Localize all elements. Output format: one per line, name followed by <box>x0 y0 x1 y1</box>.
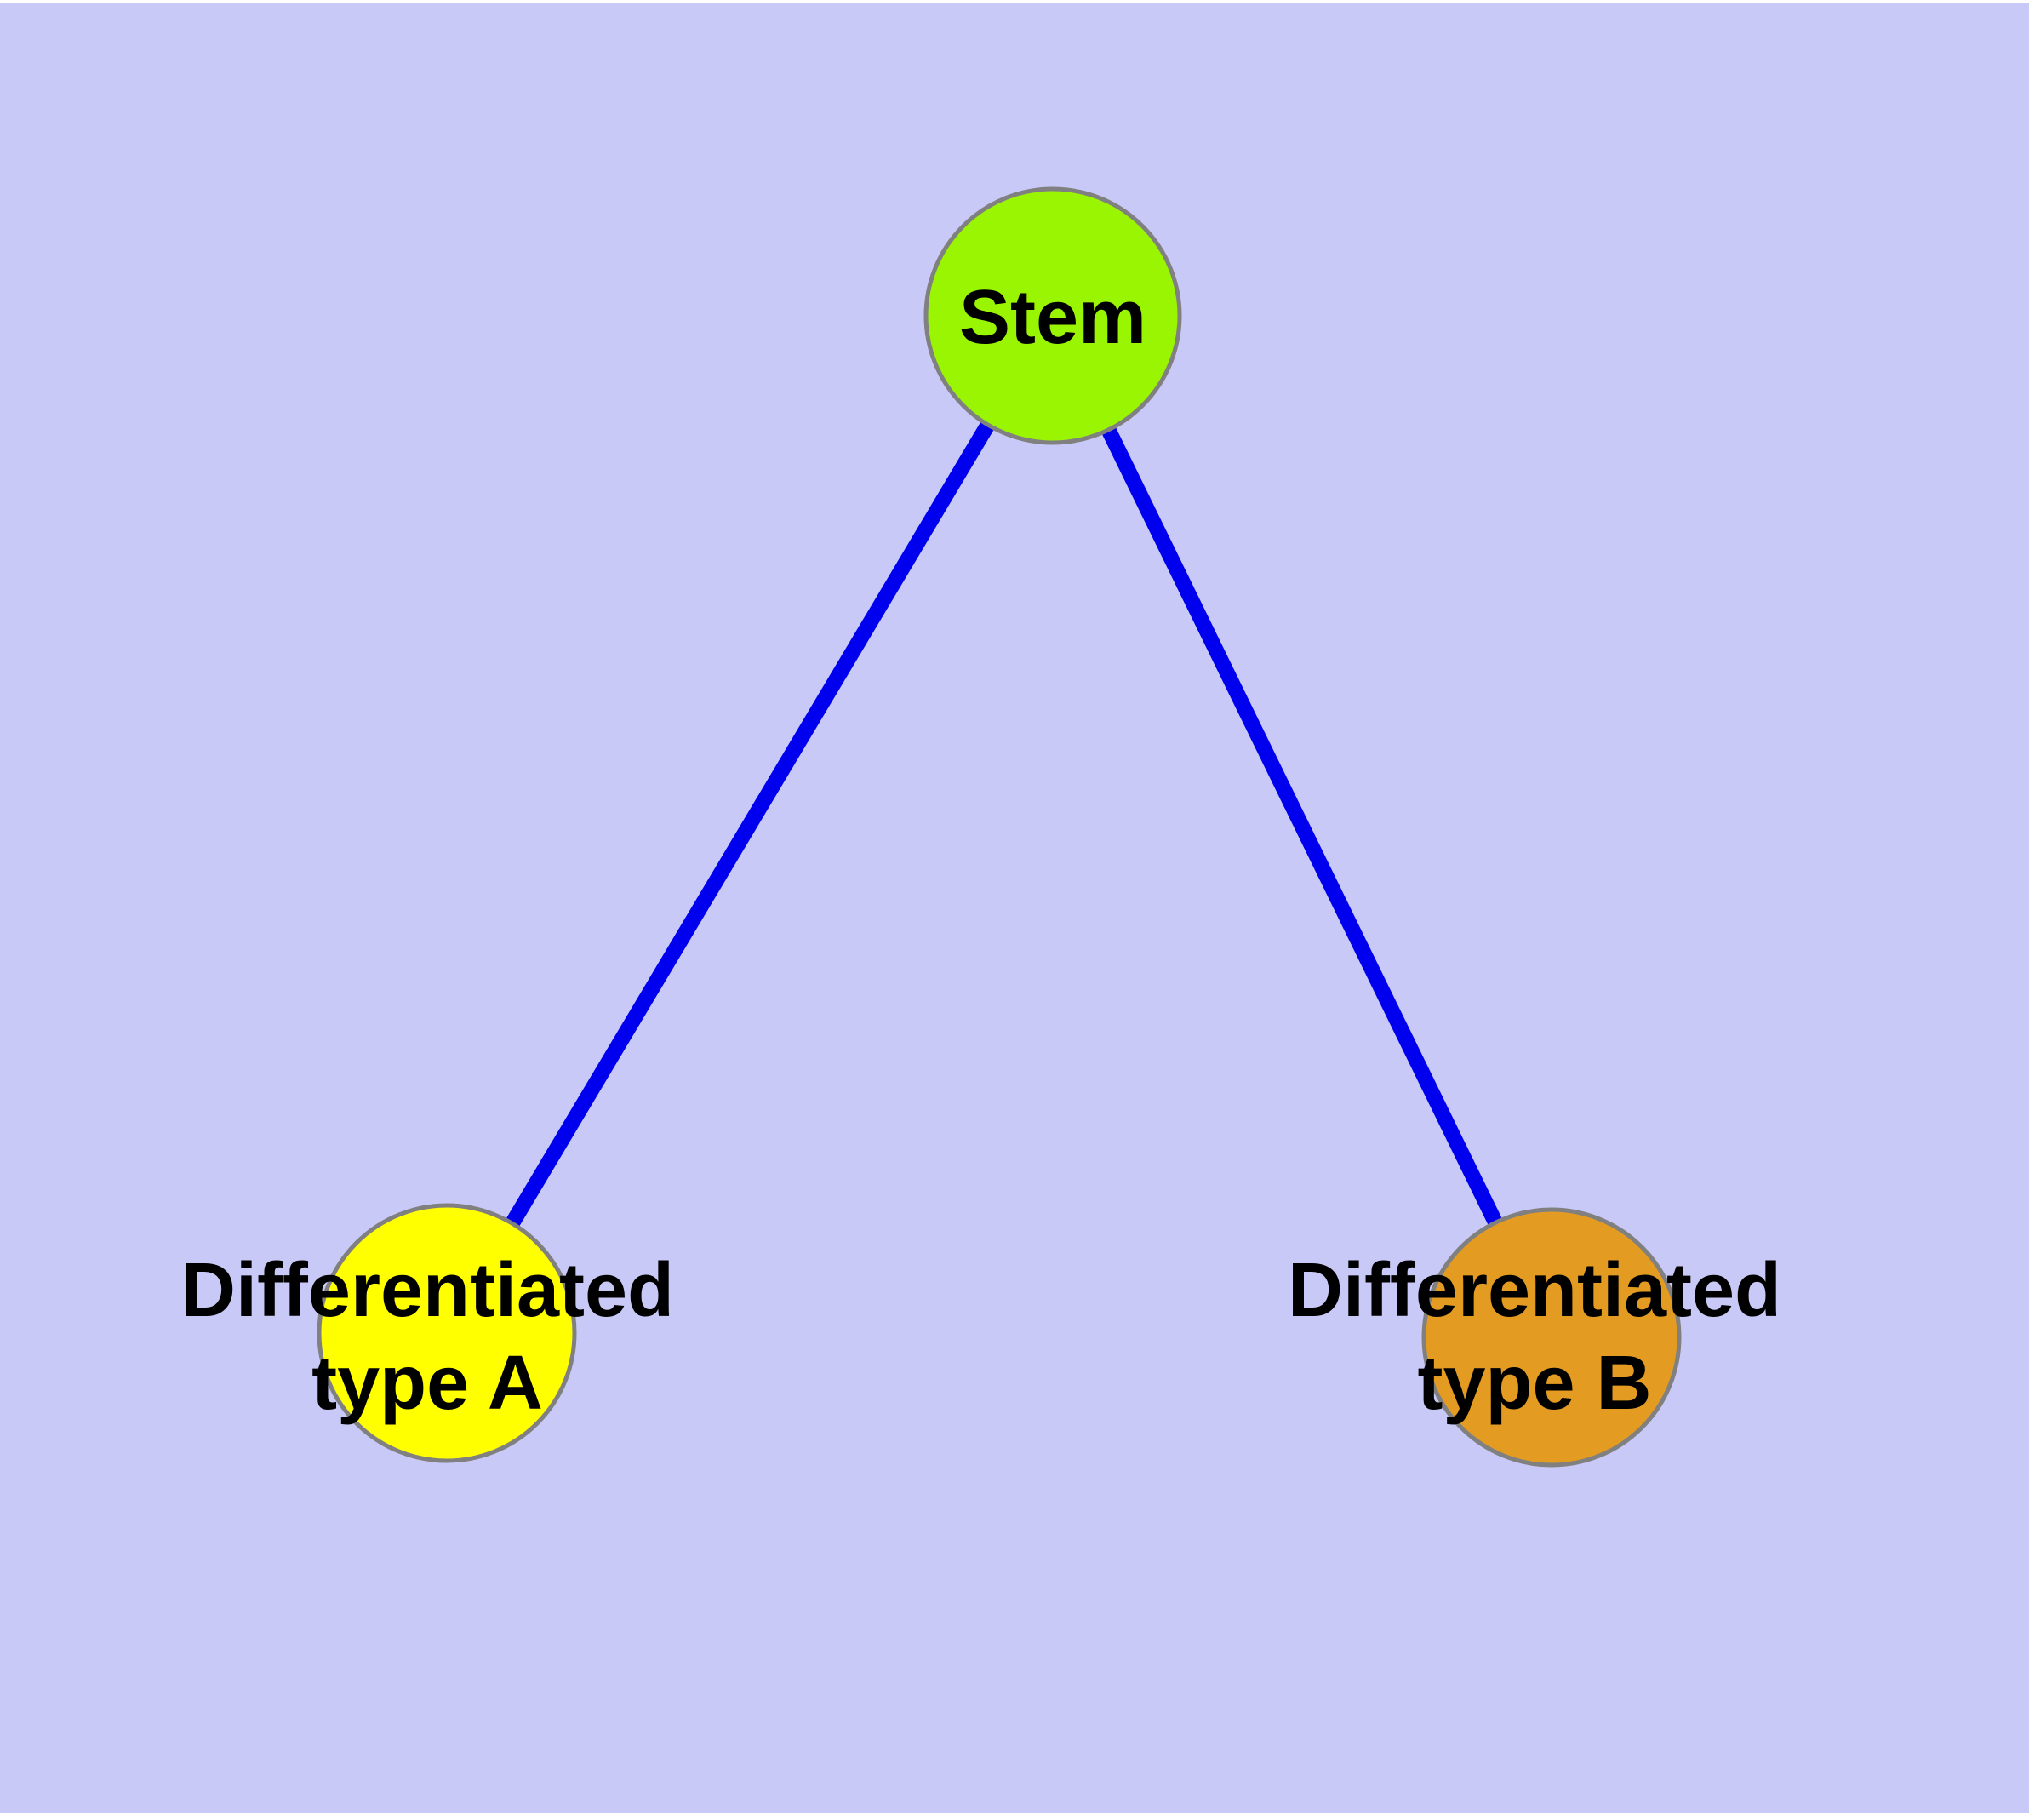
node-type-a-label-line1: Differentiated <box>180 1248 674 1333</box>
node-type-a-label-line2: type A <box>311 1341 543 1426</box>
edge-stem-to-type-a <box>440 312 1060 1337</box>
node-stem-label: Stem <box>959 275 1146 360</box>
node-type-a-circle <box>317 1203 577 1463</box>
edge-stem-to-type-b <box>1045 312 1559 1341</box>
node-stem-circle <box>923 186 1182 445</box>
node-type-b-label-line1: Differentiated <box>1288 1248 1781 1333</box>
node-type-b-label-line2: type B <box>1417 1341 1651 1426</box>
node-type-b-circle <box>1421 1207 1682 1468</box>
